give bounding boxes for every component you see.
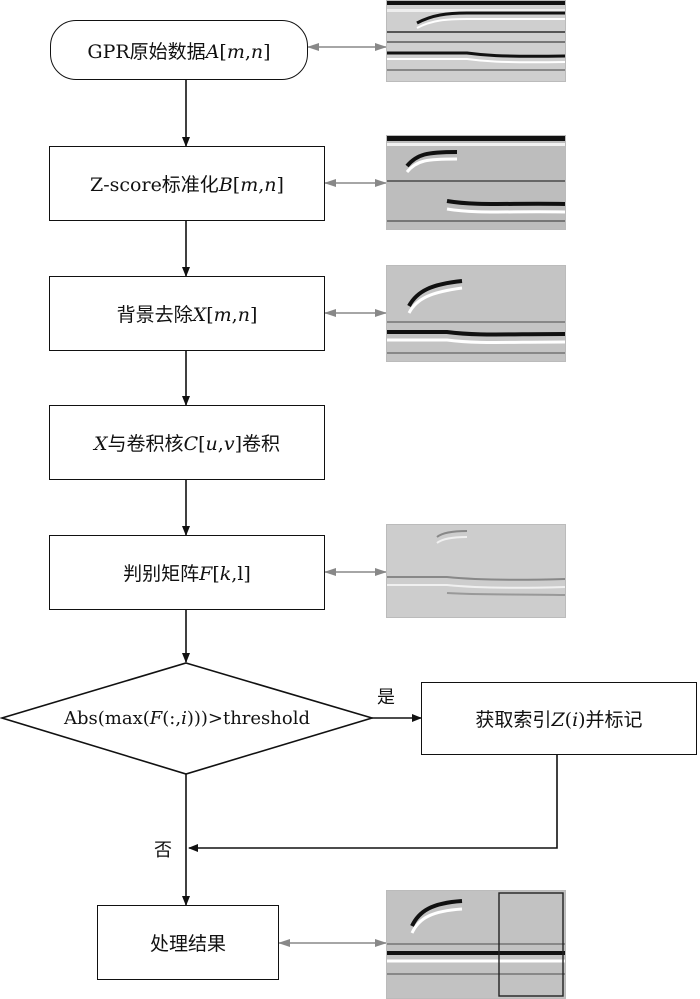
radar-image-background-removed (386, 265, 566, 362)
node-zscore-end: ] (276, 174, 284, 196)
edge-label-yes: 是 (377, 687, 395, 708)
arrow-index-return (188, 755, 558, 852)
node-zscore-idx2: n (264, 174, 277, 196)
node-start-end: ] (263, 40, 271, 63)
node-convolution-sep: , (217, 433, 224, 455)
node-decision-label: Abs(max(F(:,i)))>threshold (2, 700, 372, 736)
node-start-text: GPR原始数据 (87, 40, 206, 63)
node-background-idx1: m (213, 304, 232, 326)
node-background-bracket: [ (206, 304, 214, 326)
node-start-bracket: [ (219, 40, 227, 63)
node-zscore-text: Z-score标准化 (90, 174, 219, 196)
decision-text-pre: Abs(max( (63, 707, 150, 729)
node-convolution-idx1: u (205, 433, 218, 455)
decision-text-post: )))>threshold (186, 707, 311, 729)
decision-var: F (149, 707, 163, 729)
node-index-var: Z (551, 709, 565, 731)
node-background-removal: 背景去除X[m,n] (49, 276, 325, 351)
node-matrix-bracket: [ (212, 563, 220, 585)
node-convolution-close: ]卷积 (234, 433, 280, 455)
node-zscore-sep: , (258, 174, 265, 196)
decision-idx: i (181, 707, 187, 729)
node-background-text: 背景去除 (116, 304, 193, 326)
node-convolution-var1: X (94, 433, 108, 455)
node-convolution-var2: C (183, 433, 199, 455)
node-index-open: ( (564, 709, 573, 731)
decision-text-mid: (:, (162, 707, 182, 729)
radar-image-discriminant (386, 524, 566, 618)
node-background-var: X (192, 304, 207, 326)
radar-image-raw (386, 0, 566, 82)
node-index-post: )并标记 (578, 709, 643, 731)
node-zscore-var: B (218, 174, 233, 196)
node-convolution: X与卷积核C[u,v]卷积 (49, 405, 325, 480)
node-get-index: 获取索引Z(i)并标记 (421, 682, 697, 755)
node-start-sep: , (244, 40, 251, 63)
node-convolution-text: 与卷积核 (107, 433, 184, 455)
node-index-text: 获取索引 (475, 709, 552, 731)
node-matrix-text: 判别矩阵 (123, 563, 200, 585)
node-gpr-raw-data: GPR原始数据A[m,n] (50, 20, 308, 80)
node-zscore: Z-score标准化B[m,n] (49, 146, 325, 221)
radar-image-zscore (386, 135, 566, 230)
node-start-idx2: n (250, 40, 264, 63)
node-matrix-var: F (199, 563, 213, 585)
node-zscore-idx1: m (240, 174, 259, 196)
node-result: 处理结果 (97, 905, 279, 980)
node-zscore-bracket: [ (232, 174, 241, 196)
decision-diamond (0, 662, 375, 775)
node-index-idx: i (572, 709, 579, 731)
node-matrix-sep: ,l] (231, 563, 251, 585)
node-matrix-idx1: k (219, 563, 232, 585)
node-result-text: 处理结果 (149, 933, 226, 955)
edge-label-no: 否 (154, 840, 172, 861)
radar-image-result (386, 890, 566, 999)
node-background-sep: , (231, 304, 238, 326)
node-background-end: ] (249, 304, 258, 326)
node-background-idx2: n (237, 304, 250, 326)
node-convolution-open: [ (198, 433, 206, 455)
node-convolution-idx2: v (223, 433, 235, 455)
node-discriminant-matrix: 判别矩阵F[k,l] (49, 535, 325, 610)
node-start-idx1: m (226, 40, 245, 63)
node-start-var: A (205, 40, 220, 63)
